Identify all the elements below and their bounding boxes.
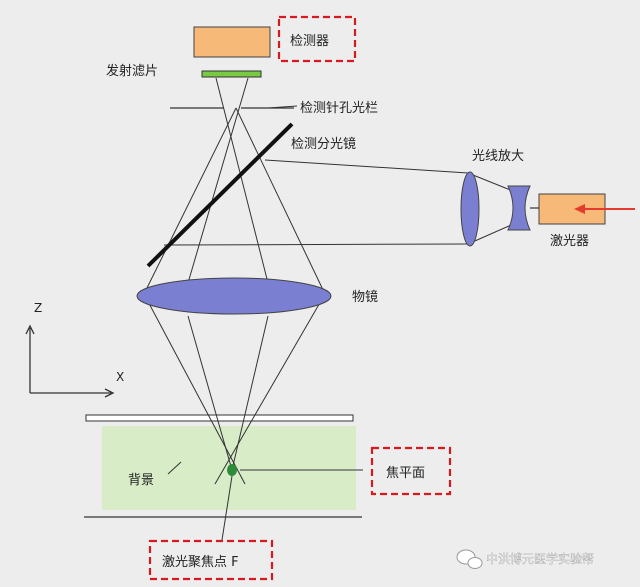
objective-label: 物镜 (352, 290, 378, 305)
focal-point-label: 激光聚焦点 F (162, 555, 239, 570)
leader-lines (167, 105, 363, 541)
detection-rays (143, 77, 326, 485)
laser-rays (163, 159, 519, 246)
focal-point-highlight (148, 539, 274, 581)
emission-filter-label: 发射滤片 (106, 63, 158, 79)
laser-label: 激光器 (550, 234, 589, 249)
axis-z-label: Z (34, 301, 42, 315)
emission-filter (201, 70, 262, 78)
beam-expander-label: 光线放大 (472, 149, 524, 164)
beam-splitter-label: 检测分光镜 (291, 137, 356, 152)
detector-box (193, 26, 271, 58)
expander-lens (460, 171, 480, 247)
cover-slip (85, 414, 354, 422)
beam-splitter (146, 122, 294, 268)
watermark-text: 中洪博元医学实验帮 (486, 551, 594, 566)
focal-plane-highlight (370, 446, 452, 496)
expander-concave-lens (507, 185, 531, 231)
focal-plane-label: 焦平面 (386, 466, 425, 481)
detector-highlight (277, 15, 357, 63)
axes (25, 324, 115, 398)
wechat-icon (456, 549, 483, 569)
pinhole-label: 检测针孔光栏 (300, 101, 378, 116)
axis-x-label: X (116, 370, 124, 384)
detector-label: 检测器 (290, 34, 329, 49)
laser-arrow-icon (574, 204, 635, 214)
background-label: 背景 (128, 473, 154, 488)
objective-lens (136, 277, 332, 315)
focus-point (227, 464, 237, 476)
watermark: 中洪博元医学实验帮 (456, 549, 594, 569)
